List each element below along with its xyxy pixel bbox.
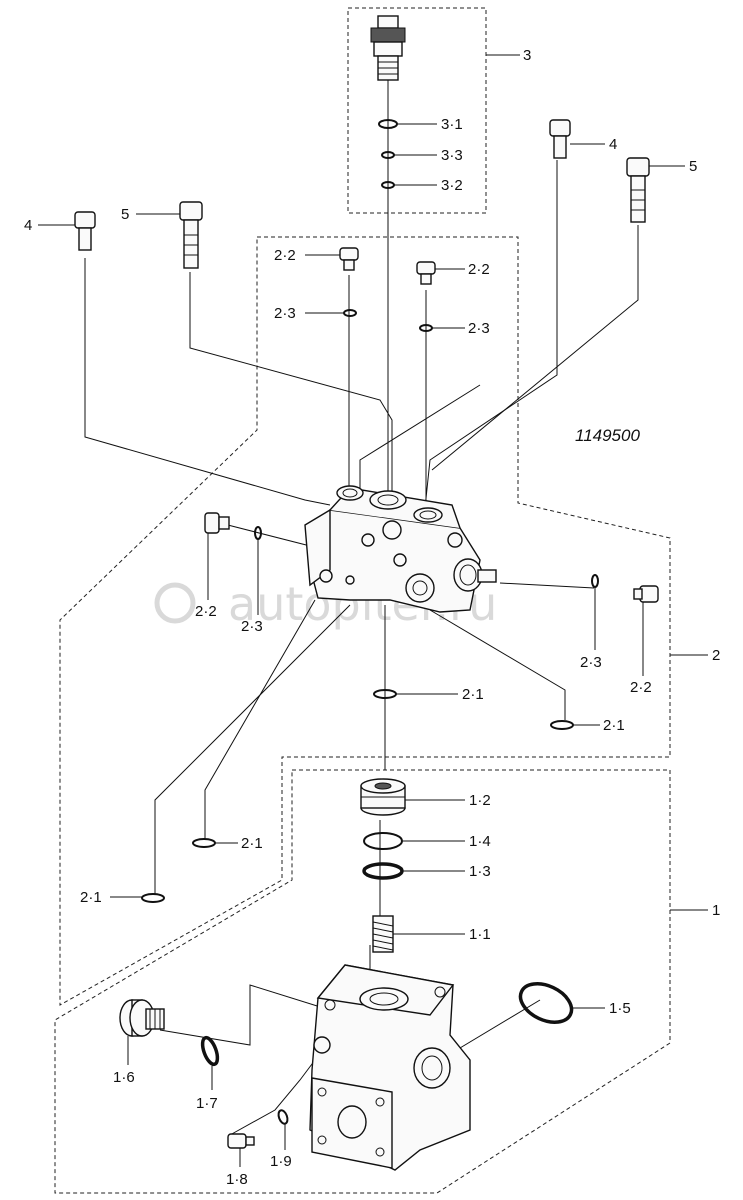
plug-2-2-right [633,585,659,603]
callout-2-2-a: 2·2 [274,247,296,264]
backup-ring-1-4 [363,832,403,850]
callout-2-3-c: 2·3 [241,618,263,635]
callout-2-1-b: 2·1 [603,717,625,734]
assembly-lines [84,80,639,1136]
o-ring-2-1-b [550,720,574,730]
plug-2-2-top-right [416,261,436,285]
group-2-boundary [59,236,671,1006]
callout-2-1-a: 2·1 [462,686,484,703]
plug-1-6 [119,999,165,1037]
callout-2-1-c: 2·1 [241,835,263,852]
bolt-4-right [549,119,571,159]
callout-3-1: 3·1 [441,116,463,133]
callout-2-3-a: 2·3 [274,305,296,322]
callout-3-2: 3·2 [441,177,463,194]
callout-1-6: 1·6 [113,1069,135,1086]
callout-3-3: 3·3 [441,147,463,164]
callout-2-2-b: 2·2 [468,261,490,278]
callout-labels: 3 3·1 3·3 3·2 4 5 4 5 2·2 2·3 2·2 2·3 2·… [24,47,720,1188]
o-ring-2-3-d [591,574,599,588]
valve-body-1 [309,964,471,1171]
callout-4-right: 4 [609,136,617,153]
o-ring-2-3-a [343,309,357,317]
callout-2-1-d: 2·1 [80,889,102,906]
o-ring-1-7 [200,1035,220,1067]
callout-1-8: 1·8 [226,1171,248,1188]
group-3-boundary [347,7,487,214]
callout-1-5: 1·5 [609,1000,631,1017]
callout-5-left: 5 [121,206,129,223]
o-ring-2-1-d [141,893,165,903]
callout-1-4: 1·4 [469,833,491,850]
bolt-5-left [179,201,203,269]
callout-1-7: 1·7 [196,1095,218,1112]
spring-1-1 [372,915,394,953]
piston-1-2 [360,778,406,816]
callout-4-left: 4 [24,217,32,234]
o-ring-1-9 [277,1109,289,1125]
callout-1-9: 1·9 [270,1153,292,1170]
valve-housing-2 [304,485,497,613]
callout-2-2-d: 2·2 [630,679,652,696]
plug-2-2-left [204,512,230,534]
callout-2-3-b: 2·3 [468,320,490,337]
relief-valve [370,15,406,81]
plug-2-2-top-left [339,247,359,271]
o-ring-2-1-c [192,838,216,848]
o-ring-1-3 [362,862,404,880]
callout-2-2-c: 2·2 [195,603,217,620]
o-ring-1-5 [518,982,574,1024]
callout-1-2: 1·2 [469,792,491,809]
group-1-boundary [54,769,671,1194]
callout-3: 3 [523,47,531,64]
bolt-4-left [74,211,96,251]
callout-1: 1 [712,902,720,919]
callout-leaders [38,54,708,1167]
drawing-code: 1149500 [575,426,640,445]
plug-1-8 [227,1133,255,1149]
bolt-5-right [626,157,650,223]
callout-2: 2 [712,647,720,664]
callout-1-1: 1·1 [469,926,491,943]
callout-2-3-d: 2·3 [580,654,602,671]
callout-5-right: 5 [689,158,697,175]
callout-1-3: 1·3 [469,863,491,880]
